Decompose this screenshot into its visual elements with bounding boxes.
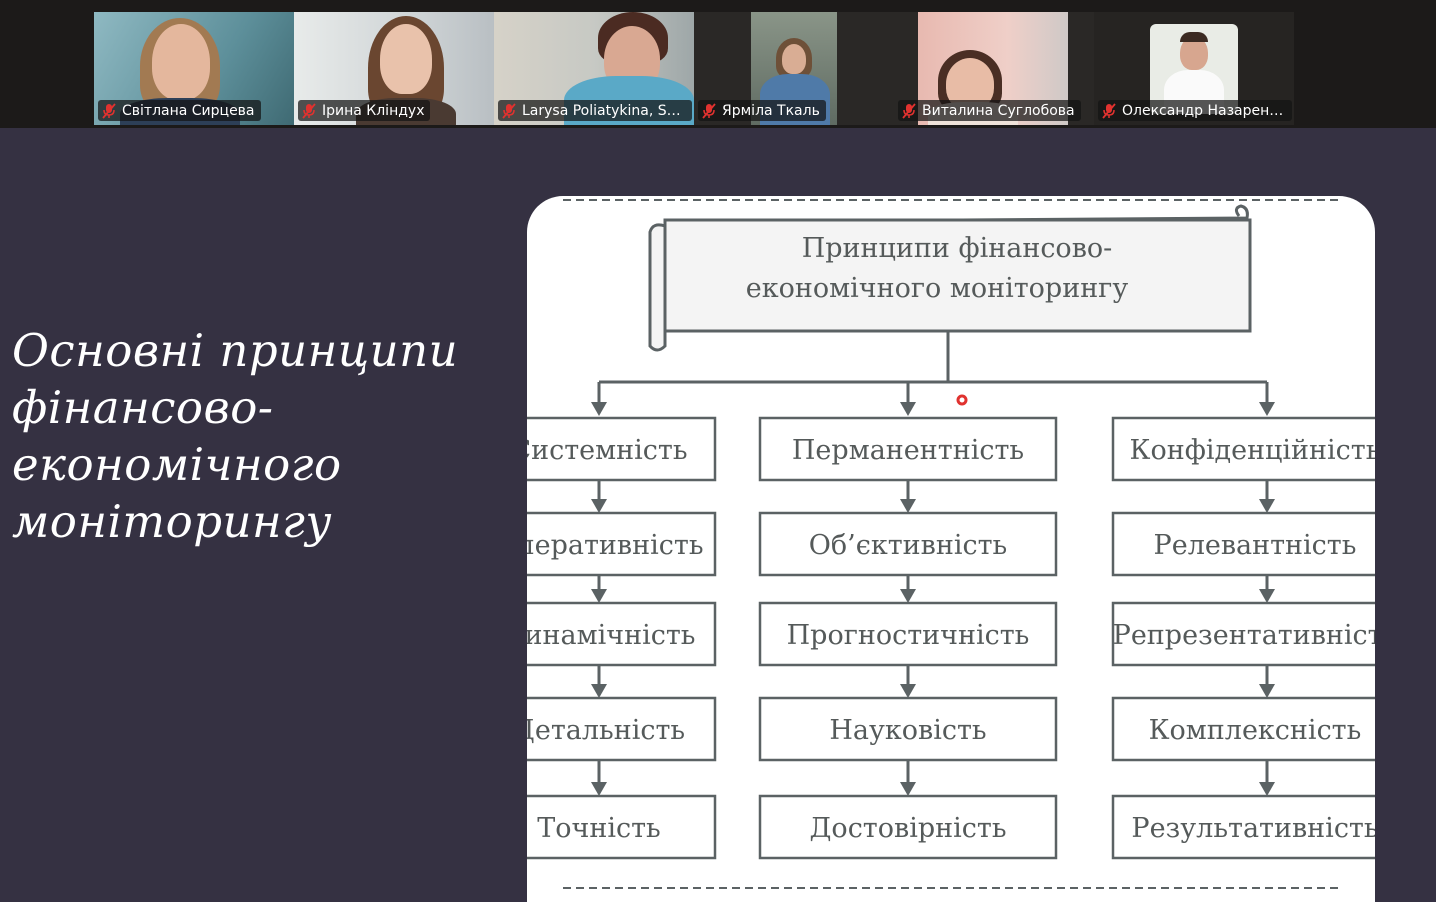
diagram-header-line: Принципи фінансово- (802, 233, 1113, 264)
principle-box (758, 416, 1058, 482)
crescent-moon-icon (31, 790, 111, 880)
participant-name-tag: Ярміла Ткаль (698, 100, 826, 121)
principle-box (1111, 794, 1375, 860)
diagram-header: Принципи фінансово- економічного монітор… (648, 204, 1252, 352)
principle-arrowhead (591, 589, 607, 603)
participant-tile[interactable]: Ірина Кліндух (294, 12, 494, 125)
principle-box (758, 696, 1058, 762)
participant-strip: Світлана Сирцева Ірина Кліндух (0, 0, 1436, 128)
principle-box (527, 601, 717, 667)
principle-box (1111, 511, 1375, 577)
principle-label: Точність (537, 813, 661, 844)
participant-tile[interactable]: Світлана Сирцева (94, 12, 294, 125)
participant-name-tag: Larysa Poliatykina, SN... (498, 100, 692, 121)
slide-title-line: Основні принципи (12, 324, 459, 377)
principle-arrowhead (900, 589, 916, 603)
principle-box (527, 696, 717, 762)
principle-arrowhead (1259, 499, 1275, 513)
principle-box (527, 511, 717, 577)
principle-box (1111, 416, 1375, 482)
slide-title-line: економічного (12, 438, 342, 491)
slide-title: Основні принципи фінансово- економічного… (12, 322, 482, 550)
principle-label: Прогностичність (787, 620, 1030, 651)
principle-box (758, 794, 1058, 860)
participant-tile[interactable]: Олександр Назаренко (1094, 12, 1294, 125)
participant-tile[interactable]: Ярміла Ткаль (694, 12, 894, 125)
participant-name: Ярміла Ткаль (722, 102, 820, 119)
participant-name: Олександр Назаренко (1122, 102, 1286, 119)
principle-label: Динамічність (527, 620, 695, 651)
principle-arrowhead (900, 782, 916, 796)
principle-label: Комплексність (1149, 715, 1362, 746)
principle-arrowhead (1259, 589, 1275, 603)
mic-off-icon (502, 102, 516, 119)
principle-label: Релевантність (1154, 530, 1357, 561)
mic-off-icon (302, 102, 316, 119)
participant-name: Ірина Кліндух (322, 102, 425, 119)
participant-name-tag: Виталина Суглобова (898, 100, 1081, 121)
participant-tile[interactable]: Larysa Poliatykina, SN... (494, 12, 694, 125)
principle-box (527, 416, 717, 482)
participant-tile[interactable]: Виталина Суглобова (894, 12, 1094, 125)
laser-pointer (956, 394, 968, 406)
diagram-boxes: СистемністьОперативністьДинамічністьДета… (527, 416, 1375, 860)
principle-label: Науковість (829, 715, 986, 746)
participant-name-tag: Світлана Сирцева (98, 100, 261, 121)
slide-title-line: моніторингу (12, 495, 332, 548)
principle-arrowhead (591, 782, 607, 796)
principle-arrowhead (591, 499, 607, 513)
diagram-connectors (597, 331, 1269, 406)
principle-arrowhead (900, 684, 916, 698)
principle-box (1111, 601, 1375, 667)
principle-arrowhead (900, 499, 916, 513)
principle-label: Оперативність (527, 530, 704, 561)
slide-title-line: фінансово- (12, 381, 274, 434)
principles-diagram: Принципи фінансово- економічного монітор… (527, 199, 1375, 889)
principle-label: Перманентність (792, 435, 1024, 466)
principle-arrowhead (591, 684, 607, 698)
principle-label: Достовірність (809, 813, 1006, 844)
participant-name: Світлана Сирцева (122, 102, 255, 119)
principle-box (527, 794, 717, 860)
mic-off-icon (102, 102, 116, 119)
principle-arrowhead (1259, 684, 1275, 698)
principle-label: Репрезентативність (1113, 620, 1375, 651)
diagram-arrowheads (591, 402, 1275, 416)
participant-name: Larysa Poliatykina, SN... (522, 102, 686, 119)
principle-box (1111, 696, 1375, 762)
principle-label: Результативність (1131, 813, 1375, 844)
participant-name-tag: Ірина Кліндух (298, 100, 431, 121)
participant-name-tag: Олександр Назаренко (1098, 100, 1292, 121)
diagram-header-line: економічного моніторингу (746, 273, 1129, 304)
principle-label: Детальність (527, 715, 685, 746)
mic-off-icon (702, 102, 716, 119)
diagram-card: Принципи фінансово- економічного монітор… (527, 196, 1375, 902)
principle-arrowhead (1259, 782, 1275, 796)
participant-name: Виталина Суглобова (922, 102, 1075, 119)
mic-off-icon (902, 102, 916, 119)
principle-label: Об’єктивність (809, 530, 1008, 561)
principle-label: Конфіденційність (1130, 435, 1375, 466)
principle-label: Системність (527, 435, 688, 466)
mic-off-icon (1102, 102, 1116, 119)
